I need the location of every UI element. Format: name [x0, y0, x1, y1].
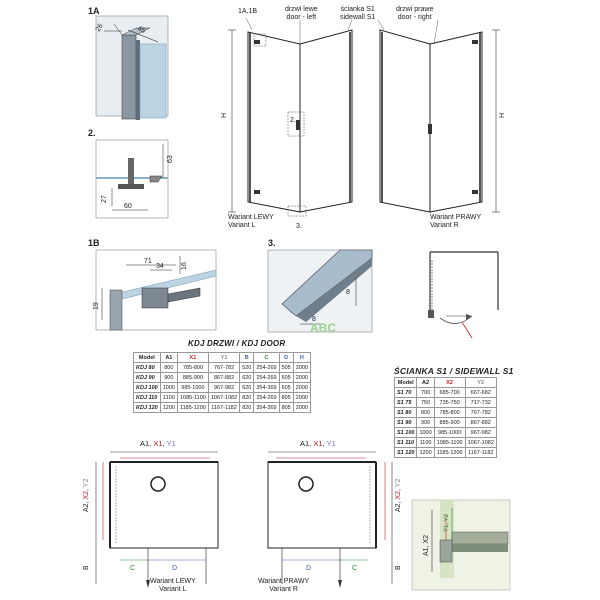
dim-34-visible: 34 — [156, 263, 164, 270]
dim-19: 19 — [93, 302, 100, 310]
callout-3: 3. — [296, 223, 302, 230]
sidewall-table-cell: 1200 — [416, 447, 435, 458]
sep: , — [83, 487, 90, 491]
x2: X2 — [395, 491, 402, 500]
dim-26: 26 — [95, 23, 105, 33]
a2: A2 — [395, 503, 402, 512]
plan-right-x1: X1 — [313, 439, 323, 448]
door-table-cell: 820 — [239, 402, 255, 413]
dim-45: 45 — [136, 25, 146, 34]
dim-63: 63 — [167, 155, 174, 163]
detail-1a-label: 1A — [88, 6, 100, 16]
door-table-title: KDJ DRZWI / KDJ DOOR — [188, 339, 286, 348]
sidewall-table-cell: 1167-1182 — [464, 447, 497, 458]
plan-right-side-dims: A2, X2, Y2 — [395, 479, 402, 512]
dim-71: 71 — [144, 258, 152, 265]
a2: A2 — [83, 503, 90, 512]
plan-left-d: D — [172, 565, 177, 572]
sep: , — [395, 500, 402, 504]
corner-y1y2: Y1, Y2 — [444, 513, 450, 532]
door-table-cell: 1200 — [159, 402, 178, 413]
plan-left-a1: A1 — [140, 439, 150, 448]
callout-2: 2. — [290, 117, 296, 124]
door-table-cell: 2000 — [292, 402, 312, 413]
detail-3-label: 3. — [268, 238, 276, 248]
plan-left-side-dims: A2, X2, Y2 — [83, 479, 90, 512]
detail-1b-label: 1B — [88, 238, 100, 248]
plan-right-variant: Wariant PRAWY Variant R — [258, 578, 310, 593]
sep: , — [83, 500, 90, 504]
sep: , — [322, 439, 327, 448]
variant-left-caption: Wariant LEWY Variant L — [228, 214, 274, 229]
label-door-left: drzwi lewe door - left — [285, 6, 318, 21]
height-label-left: H — [221, 113, 228, 118]
variant-right-caption: Wariant PRAWY Variant R — [430, 214, 482, 229]
y2: Y2 — [83, 479, 90, 488]
plan-left-x1: X1 — [153, 439, 163, 448]
dim-8-vertical: 8 — [346, 289, 350, 296]
dim-27: 27 — [101, 195, 108, 203]
sep: , — [309, 439, 314, 448]
plan-left-y1: Y1 — [166, 439, 176, 448]
sep: , — [162, 439, 167, 448]
label-door-right: drzwi prawe door - right — [396, 6, 434, 21]
a1x2-text: A1, X2 — [423, 535, 430, 556]
dim-8-horizontal: 8 — [312, 316, 316, 323]
plan-right-b: B — [395, 565, 402, 570]
dim-60: 60 — [124, 203, 132, 210]
plan-right-top-dims: A1, X1, Y1 — [300, 440, 336, 448]
corner-a1x2: A1, X2 — [423, 535, 430, 556]
label-sidewall-s1: ścianka S1 sidewall S1 — [340, 6, 376, 21]
dim-16: 16 — [181, 262, 188, 270]
plan-left-variant: Wariant LEWY Variant L — [150, 578, 196, 593]
y2: Y2 — [395, 479, 402, 488]
plan-right-a1: A1 — [300, 439, 310, 448]
height-label-right: H — [499, 113, 506, 118]
sep: , — [395, 487, 402, 491]
detail-1a1b-callout: 1A,1B — [238, 8, 258, 15]
plan-left-top-dims: A1, X1, Y1 — [140, 440, 176, 448]
brand-watermark: ABC — [310, 321, 336, 335]
plan-left-c: C — [130, 565, 135, 572]
detail-2-label: 2. — [88, 128, 96, 138]
sep: , — [149, 439, 154, 448]
sidewall-table-cell: S1 120 — [393, 447, 418, 458]
plan-left-b: B — [83, 565, 90, 570]
sidewall-table-title: ŚCIANKA S1 / SIDEWALL S1 — [394, 366, 514, 376]
plan-right-y1: Y1 — [326, 439, 336, 448]
x2: X2 — [83, 491, 90, 500]
plan-right-d: D — [306, 565, 311, 572]
plan-right-c: C — [352, 565, 357, 572]
